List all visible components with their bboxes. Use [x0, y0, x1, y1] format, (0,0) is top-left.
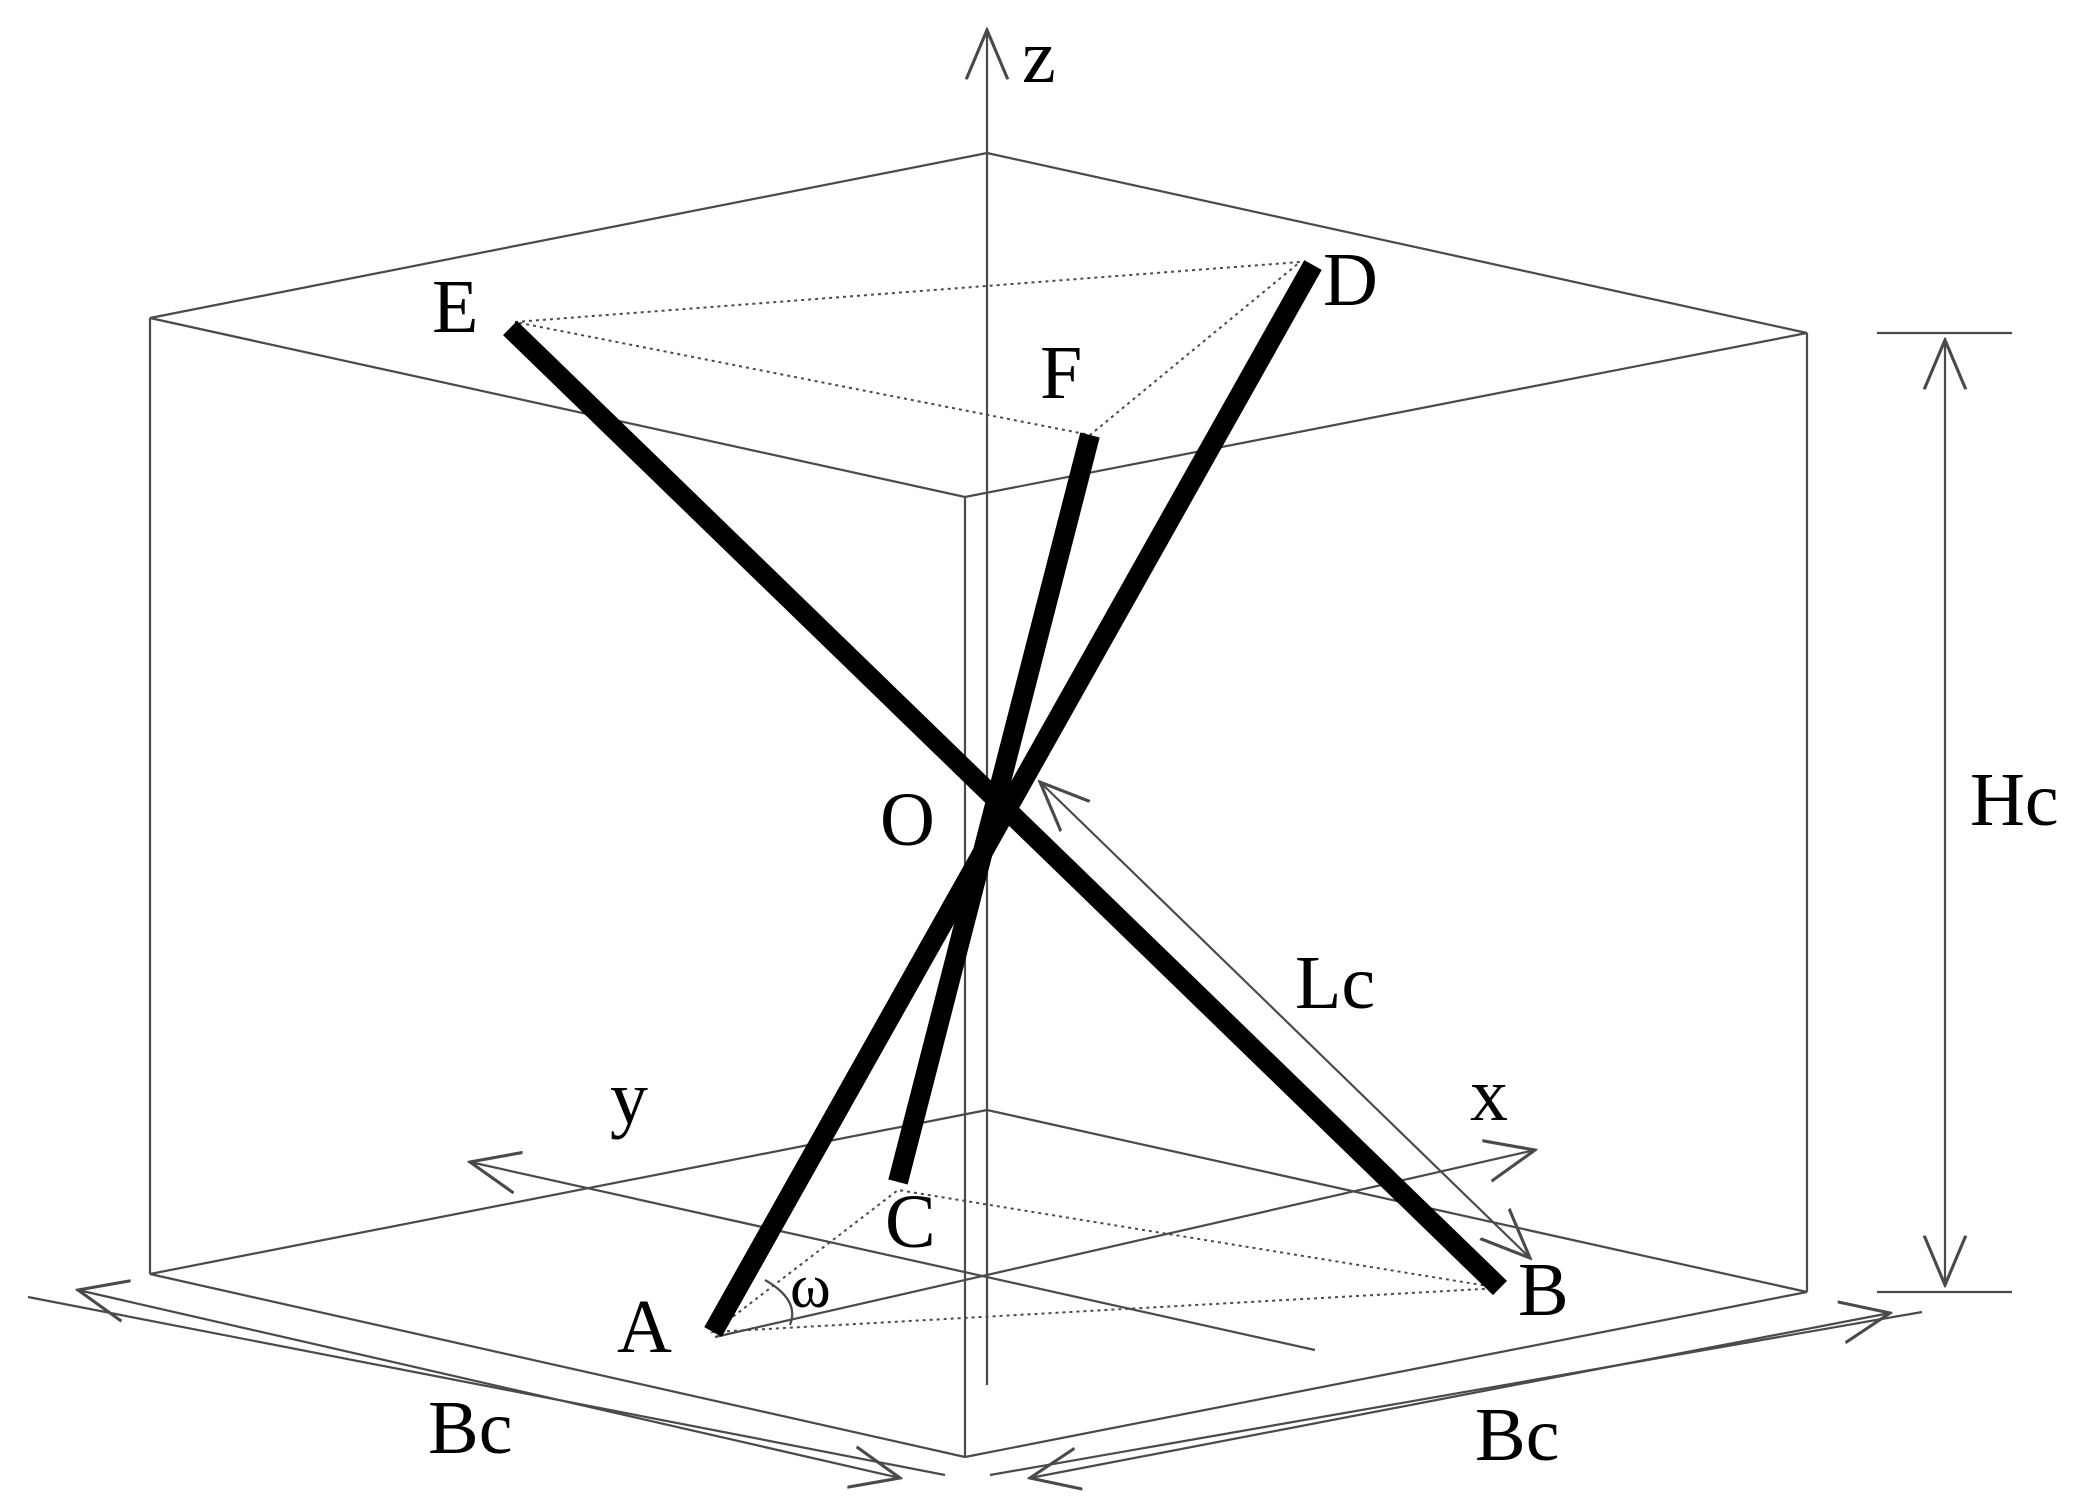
label-bc-right: Bc: [1475, 1393, 1559, 1477]
lc-dimension-line: [1040, 782, 1530, 1258]
bc-right-extension: [989, 1310, 1923, 1477]
label-point-o: O: [880, 778, 935, 862]
box-bottom-front-left: [149, 1272, 966, 1459]
bc-left-dimension-line: [78, 1290, 900, 1478]
label-omega: ω: [790, 1253, 831, 1321]
bar-a-d: [704, 260, 1322, 1337]
labels: z E D F O Hc Lc y x C ω A B Bc Bc: [428, 15, 2059, 1477]
omega-angle-arc: [764, 1279, 794, 1326]
label-point-c: C: [885, 1180, 936, 1264]
label-lc: Lc: [1295, 941, 1375, 1025]
label-point-a: A: [617, 1285, 672, 1369]
label-point-f: F: [1040, 331, 1082, 415]
label-bc-left: Bc: [428, 1386, 512, 1470]
label-point-e: E: [432, 265, 478, 349]
top-dotted-quad: [514, 260, 1304, 437]
bc-right-dimension-line: [1030, 1313, 1890, 1478]
brace-bars: [503, 260, 1507, 1337]
box-bottom-back-left: [149, 1108, 988, 1276]
label-point-b: B: [1518, 1248, 1569, 1332]
bar-c-f: [888, 432, 1100, 1185]
label-z-axis: z: [1022, 15, 1056, 99]
coordinate-axes: [470, 30, 1535, 1385]
dimension-lines: [27, 331, 2012, 1478]
box-bottom-front-right: [964, 1290, 1808, 1459]
label-y-axis: y: [610, 1056, 648, 1140]
label-hc: Hc: [1970, 758, 2059, 842]
box-top-face: [149, 151, 1808, 499]
label-x-axis: x: [1470, 1053, 1508, 1137]
label-point-d: D: [1323, 238, 1378, 322]
